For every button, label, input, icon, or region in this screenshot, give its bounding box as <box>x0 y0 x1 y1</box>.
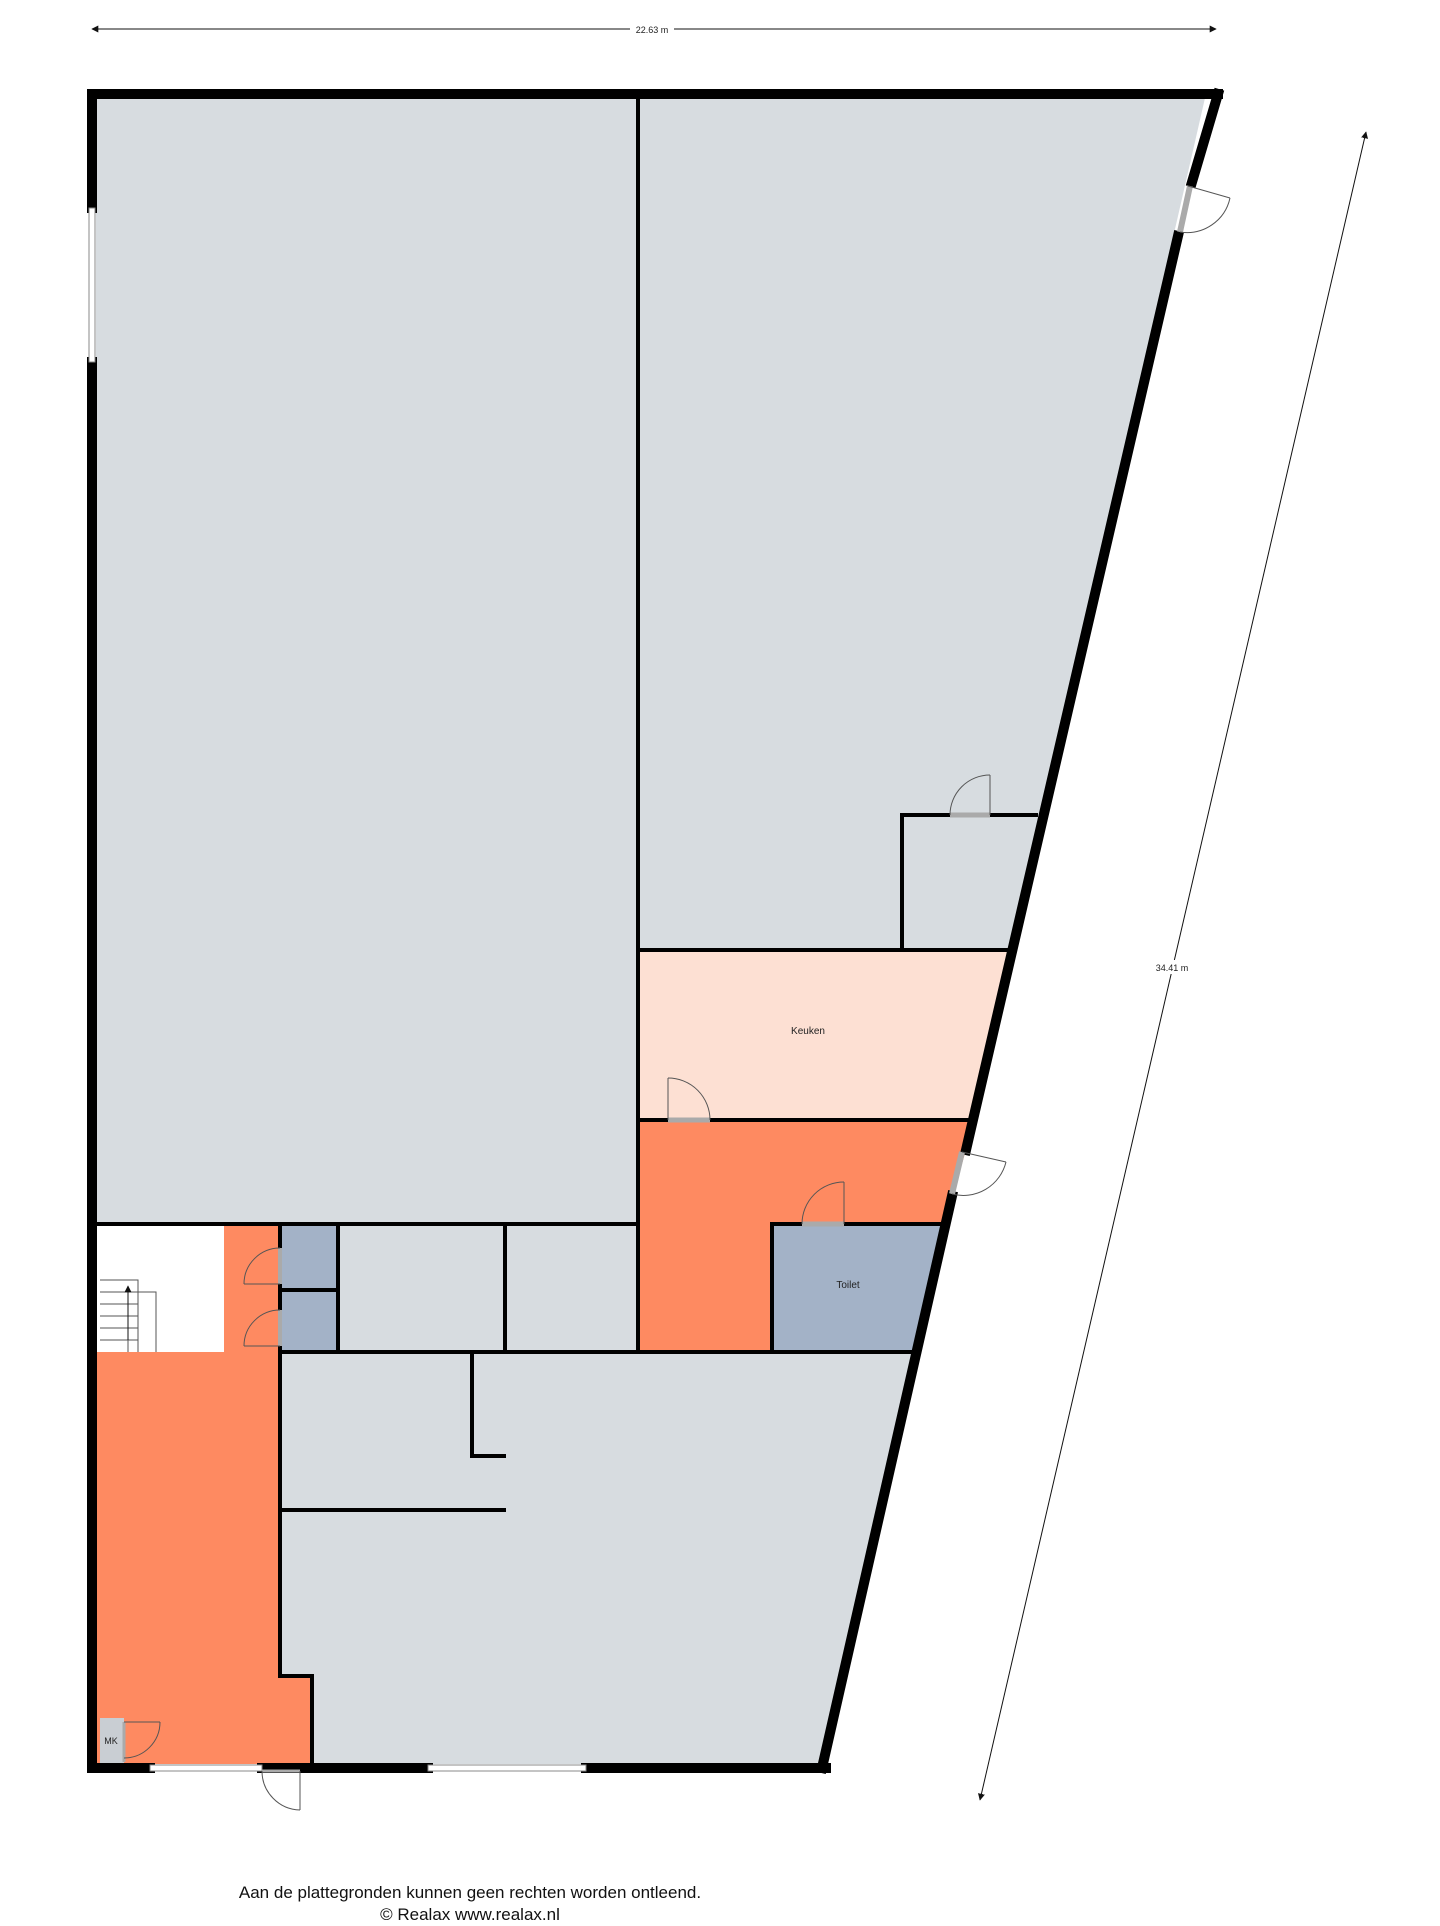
door-meter-cupboard <box>122 1721 161 1762</box>
label-kitchen: Keuken <box>791 1026 825 1037</box>
window-west <box>88 207 96 363</box>
label-meter-cupboard: MK <box>104 1736 118 1746</box>
door-east-middle <box>949 1151 1007 1196</box>
window-south-2 <box>427 1764 587 1772</box>
footer-disclaimer: Aan de plattegronden kunnen geen rechten… <box>238 1883 702 1902</box>
dimension-depth: 34.41 m <box>978 131 1368 1801</box>
door-kitchen <box>667 1077 711 1123</box>
room-cupboard-2 <box>278 1290 338 1352</box>
door-main-entrance <box>261 1769 301 1811</box>
door-storage <box>949 774 991 818</box>
footer-copyright: © Realax www.realax.nl <box>380 1905 560 1924</box>
window-south-1 <box>149 1764 263 1772</box>
room-labels: Keuken Toilet MK <box>104 1026 860 1746</box>
door-east-top <box>1177 185 1231 234</box>
room-hallway-right <box>636 1118 975 1224</box>
room-kitchen <box>636 950 1010 1118</box>
footer: Aan de plattegronden kunnen geen rechten… <box>0 1882 940 1926</box>
door-toilet <box>801 1181 845 1227</box>
doors <box>122 185 1231 1811</box>
room-fills <box>96 98 1205 1764</box>
dimension-width: 22.63 m <box>91 22 1217 36</box>
depth-label: 34.41 m <box>1156 963 1189 973</box>
room-office-1 <box>338 1224 504 1352</box>
width-label: 22.63 m <box>636 25 669 35</box>
windows <box>88 207 587 1772</box>
stairs <box>100 1279 157 1352</box>
room-small-storage <box>900 815 1036 950</box>
stair-area <box>96 1224 224 1352</box>
room-lower-hall <box>278 1352 918 1764</box>
room-toilet <box>770 1224 945 1352</box>
room-large-hall-left <box>96 98 636 1224</box>
room-entrance-hallway <box>96 1224 310 1764</box>
label-toilet: Toilet <box>836 1280 860 1291</box>
room-meter-cupboard <box>100 1718 124 1764</box>
room-large-hall-right <box>636 98 1205 950</box>
room-cupboard-1 <box>278 1224 338 1290</box>
walls <box>87 87 1225 1774</box>
room-office-2 <box>504 1224 636 1352</box>
door-cupboard-1 <box>243 1247 282 1285</box>
door-cupboard-2 <box>243 1309 282 1347</box>
